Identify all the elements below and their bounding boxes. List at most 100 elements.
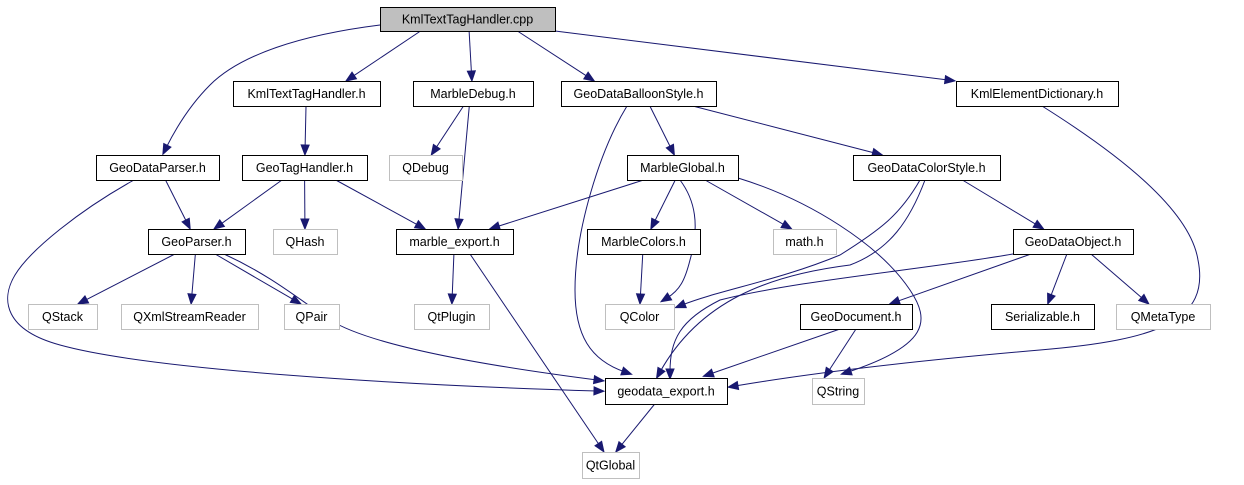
arrowhead-icon bbox=[1047, 292, 1056, 306]
node-box bbox=[812, 378, 865, 405]
arrowhead-icon bbox=[413, 219, 427, 230]
edge-marbledebug_h-to-marble_export_h bbox=[454, 105, 470, 231]
node-qmetatype: QMetaType bbox=[1116, 304, 1211, 330]
edge-line bbox=[554, 30, 949, 81]
node-marble-export-h[interactable]: marble_export.h bbox=[396, 229, 514, 255]
edge-line bbox=[7, 179, 598, 392]
node-label: GeoDataObject.h bbox=[1025, 235, 1122, 249]
edge-geodataobject_h-to-qmetatype bbox=[1090, 253, 1150, 305]
arrowhead-icon bbox=[300, 144, 310, 157]
arrowhead-icon bbox=[665, 368, 675, 381]
edge-root-to-geodataparser_h bbox=[162, 24, 381, 156]
node-label: QMetaType bbox=[1131, 310, 1196, 324]
node-marbledebug-h[interactable]: MarbleDebug.h bbox=[413, 81, 534, 107]
edge-line bbox=[649, 105, 672, 149]
node-label: GeoDataColorStyle.h bbox=[867, 161, 985, 175]
edge-geodataballoonstyle_h-to-geodatacolorstyle_h bbox=[692, 105, 884, 157]
edge-geodataobject_h-to-serializable_h bbox=[1047, 253, 1068, 306]
arrowhead-icon bbox=[840, 366, 853, 376]
edge-line bbox=[619, 403, 656, 447]
node-kmltexttaghandler-h[interactable]: KmlTextTagHandler.h bbox=[233, 81, 381, 107]
edge-root-to-geodataballoonstyle_h bbox=[517, 30, 596, 82]
node-label: QDebug bbox=[402, 161, 449, 175]
node-marbleglobal-h[interactable]: MarbleGlobal.h bbox=[627, 155, 739, 181]
edge-line bbox=[468, 30, 473, 75]
node-qstack: QStack bbox=[28, 304, 98, 330]
edge-marbleglobal_h-to-qcolor bbox=[659, 179, 696, 303]
node-geodocument-h[interactable]: GeoDocument.h bbox=[800, 304, 913, 330]
node-label: KmlElementDictionary.h bbox=[971, 87, 1104, 101]
edge-line bbox=[469, 253, 601, 447]
arrowhead-icon bbox=[447, 293, 458, 306]
edge-marblecolors_h-to-qcolor bbox=[635, 253, 646, 306]
arrowhead-icon bbox=[780, 219, 793, 230]
arrowhead-icon bbox=[650, 217, 660, 231]
node-box bbox=[389, 155, 463, 181]
arrowhead-icon bbox=[888, 296, 902, 305]
edge-geodataobject_h-to-geodata_export_h bbox=[665, 253, 1014, 381]
node-box bbox=[396, 229, 514, 255]
node-label: QString bbox=[817, 385, 859, 399]
node-box bbox=[991, 304, 1095, 330]
node-box bbox=[284, 304, 340, 330]
node-geodatacolorstyle-h[interactable]: GeoDataColorStyle.h bbox=[853, 155, 1001, 181]
node-box bbox=[627, 155, 739, 181]
node-box bbox=[380, 7, 556, 32]
edge-line bbox=[681, 179, 921, 306]
edge-line bbox=[659, 179, 926, 373]
edge-geodataobject_h-to-geodocument_h bbox=[888, 253, 1032, 305]
edge-line bbox=[165, 179, 188, 223]
node-box bbox=[956, 81, 1119, 107]
node-kmlelementdictionary-h[interactable]: KmlElementDictionary.h bbox=[956, 81, 1119, 107]
edge-kmltexttaghandler_h-to-geotaghandler_h bbox=[300, 105, 310, 157]
node-label: KmlTextTagHandler.h bbox=[247, 87, 365, 101]
node-box bbox=[605, 378, 728, 405]
edge-line bbox=[223, 253, 598, 381]
node-label: geodata_export.h bbox=[617, 385, 714, 399]
edge-line bbox=[639, 253, 644, 298]
arrowhead-icon bbox=[454, 218, 464, 231]
edge-marbleglobal_h-to-qstring bbox=[737, 177, 922, 376]
edge-line bbox=[351, 30, 421, 78]
node-qdebug: QDebug bbox=[389, 155, 463, 181]
node-geotaghandler-h[interactable]: GeoTagHandler.h bbox=[242, 155, 368, 181]
arrowhead-icon bbox=[76, 294, 90, 305]
node-serializable-h[interactable]: Serializable.h bbox=[991, 304, 1095, 330]
node-marblecolors-h[interactable]: MarbleColors.h bbox=[587, 229, 701, 255]
arrowhead-icon bbox=[300, 218, 310, 231]
node-math-h: math.h bbox=[773, 229, 837, 255]
edge-geotaghandler_h-to-marble_export_h bbox=[335, 179, 427, 230]
node-qstring: QString bbox=[812, 378, 865, 405]
node-geodataballoonstyle-h[interactable]: GeoDataBalloonStyle.h bbox=[561, 81, 717, 107]
edge-line bbox=[434, 105, 464, 150]
edge-line bbox=[304, 105, 307, 149]
edge-marble_export_h-to-qtplugin bbox=[447, 253, 458, 306]
edge-line bbox=[219, 179, 283, 226]
node-geodataobject-h[interactable]: GeoDataObject.h bbox=[1013, 229, 1134, 255]
node-label: QColor bbox=[620, 310, 660, 324]
edge-geoparser_h-to-geodata_export_h bbox=[223, 253, 606, 385]
node-label: QtGlobal bbox=[586, 459, 635, 473]
arrowhead-icon bbox=[614, 440, 627, 454]
edges-layer bbox=[7, 24, 1201, 454]
node-root[interactable]: KmlTextTagHandler.cpp bbox=[380, 7, 556, 32]
nodes-layer: KmlTextTagHandler.cppKmlTextTagHandler.h… bbox=[28, 7, 1211, 479]
edge-line bbox=[191, 253, 196, 298]
node-label: QHash bbox=[286, 235, 325, 249]
edge-line bbox=[458, 105, 470, 223]
node-geoparser-h[interactable]: GeoParser.h bbox=[148, 229, 246, 255]
edge-root-to-marbledebug_h bbox=[466, 30, 477, 83]
edge-marbledebug_h-to-qdebug bbox=[430, 105, 464, 157]
arrowhead-icon bbox=[593, 386, 606, 396]
edge-geodata_export_h-to-qtglobal bbox=[614, 403, 656, 454]
node-geodataparser-h[interactable]: GeoDataParser.h bbox=[96, 155, 220, 181]
edge-geodocument_h-to-qstring bbox=[823, 328, 857, 379]
node-box bbox=[773, 229, 837, 255]
node-box bbox=[853, 155, 1001, 181]
edge-line bbox=[704, 179, 786, 226]
node-geodata-export-h[interactable]: geodata_export.h bbox=[605, 378, 728, 405]
edge-line bbox=[962, 179, 1038, 226]
edge-geoparser_h-to-qxmlstreamreader bbox=[187, 253, 197, 306]
node-label: marble_export.h bbox=[409, 235, 499, 249]
